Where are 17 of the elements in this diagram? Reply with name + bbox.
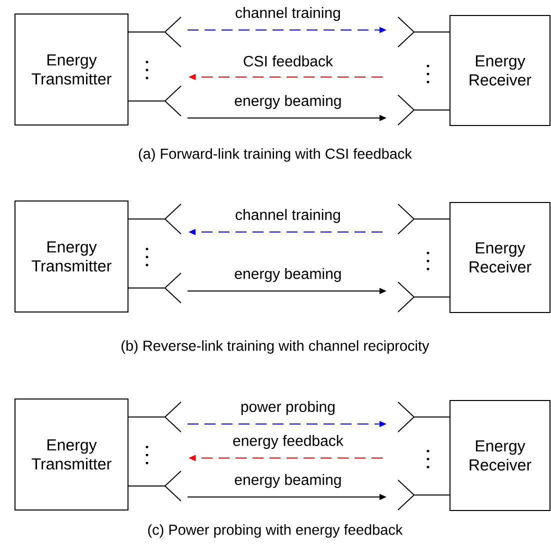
edge-label: energy beaming [234, 95, 341, 109]
panel-caption: (c) Power probing with energy feedback [148, 524, 403, 538]
edge-label: power probing [241, 401, 335, 415]
edge-label: channel training [236, 209, 340, 223]
edge-label: energy feedback [233, 435, 344, 449]
device-box: Energy Transmitter [14, 398, 128, 510]
device-box: Energy Receiver [450, 202, 550, 313]
device-box: Energy Receiver [450, 400, 550, 511]
device-box: Energy Receiver [450, 15, 550, 126]
panel-caption: (a) Forward-link training with CSI feedback [138, 148, 412, 162]
edge-label: energy beaming [234, 268, 341, 282]
edge-label: channel training [236, 7, 340, 21]
edge-label: CSI feedback [244, 56, 334, 66]
device-box: Energy Transmitter [14, 200, 128, 312]
edge-label: energy beaming [234, 474, 341, 488]
device-box: Energy Transmitter [14, 14, 128, 126]
panel-caption: (b) Reverse-link training with channel reciprocity [122, 340, 430, 354]
